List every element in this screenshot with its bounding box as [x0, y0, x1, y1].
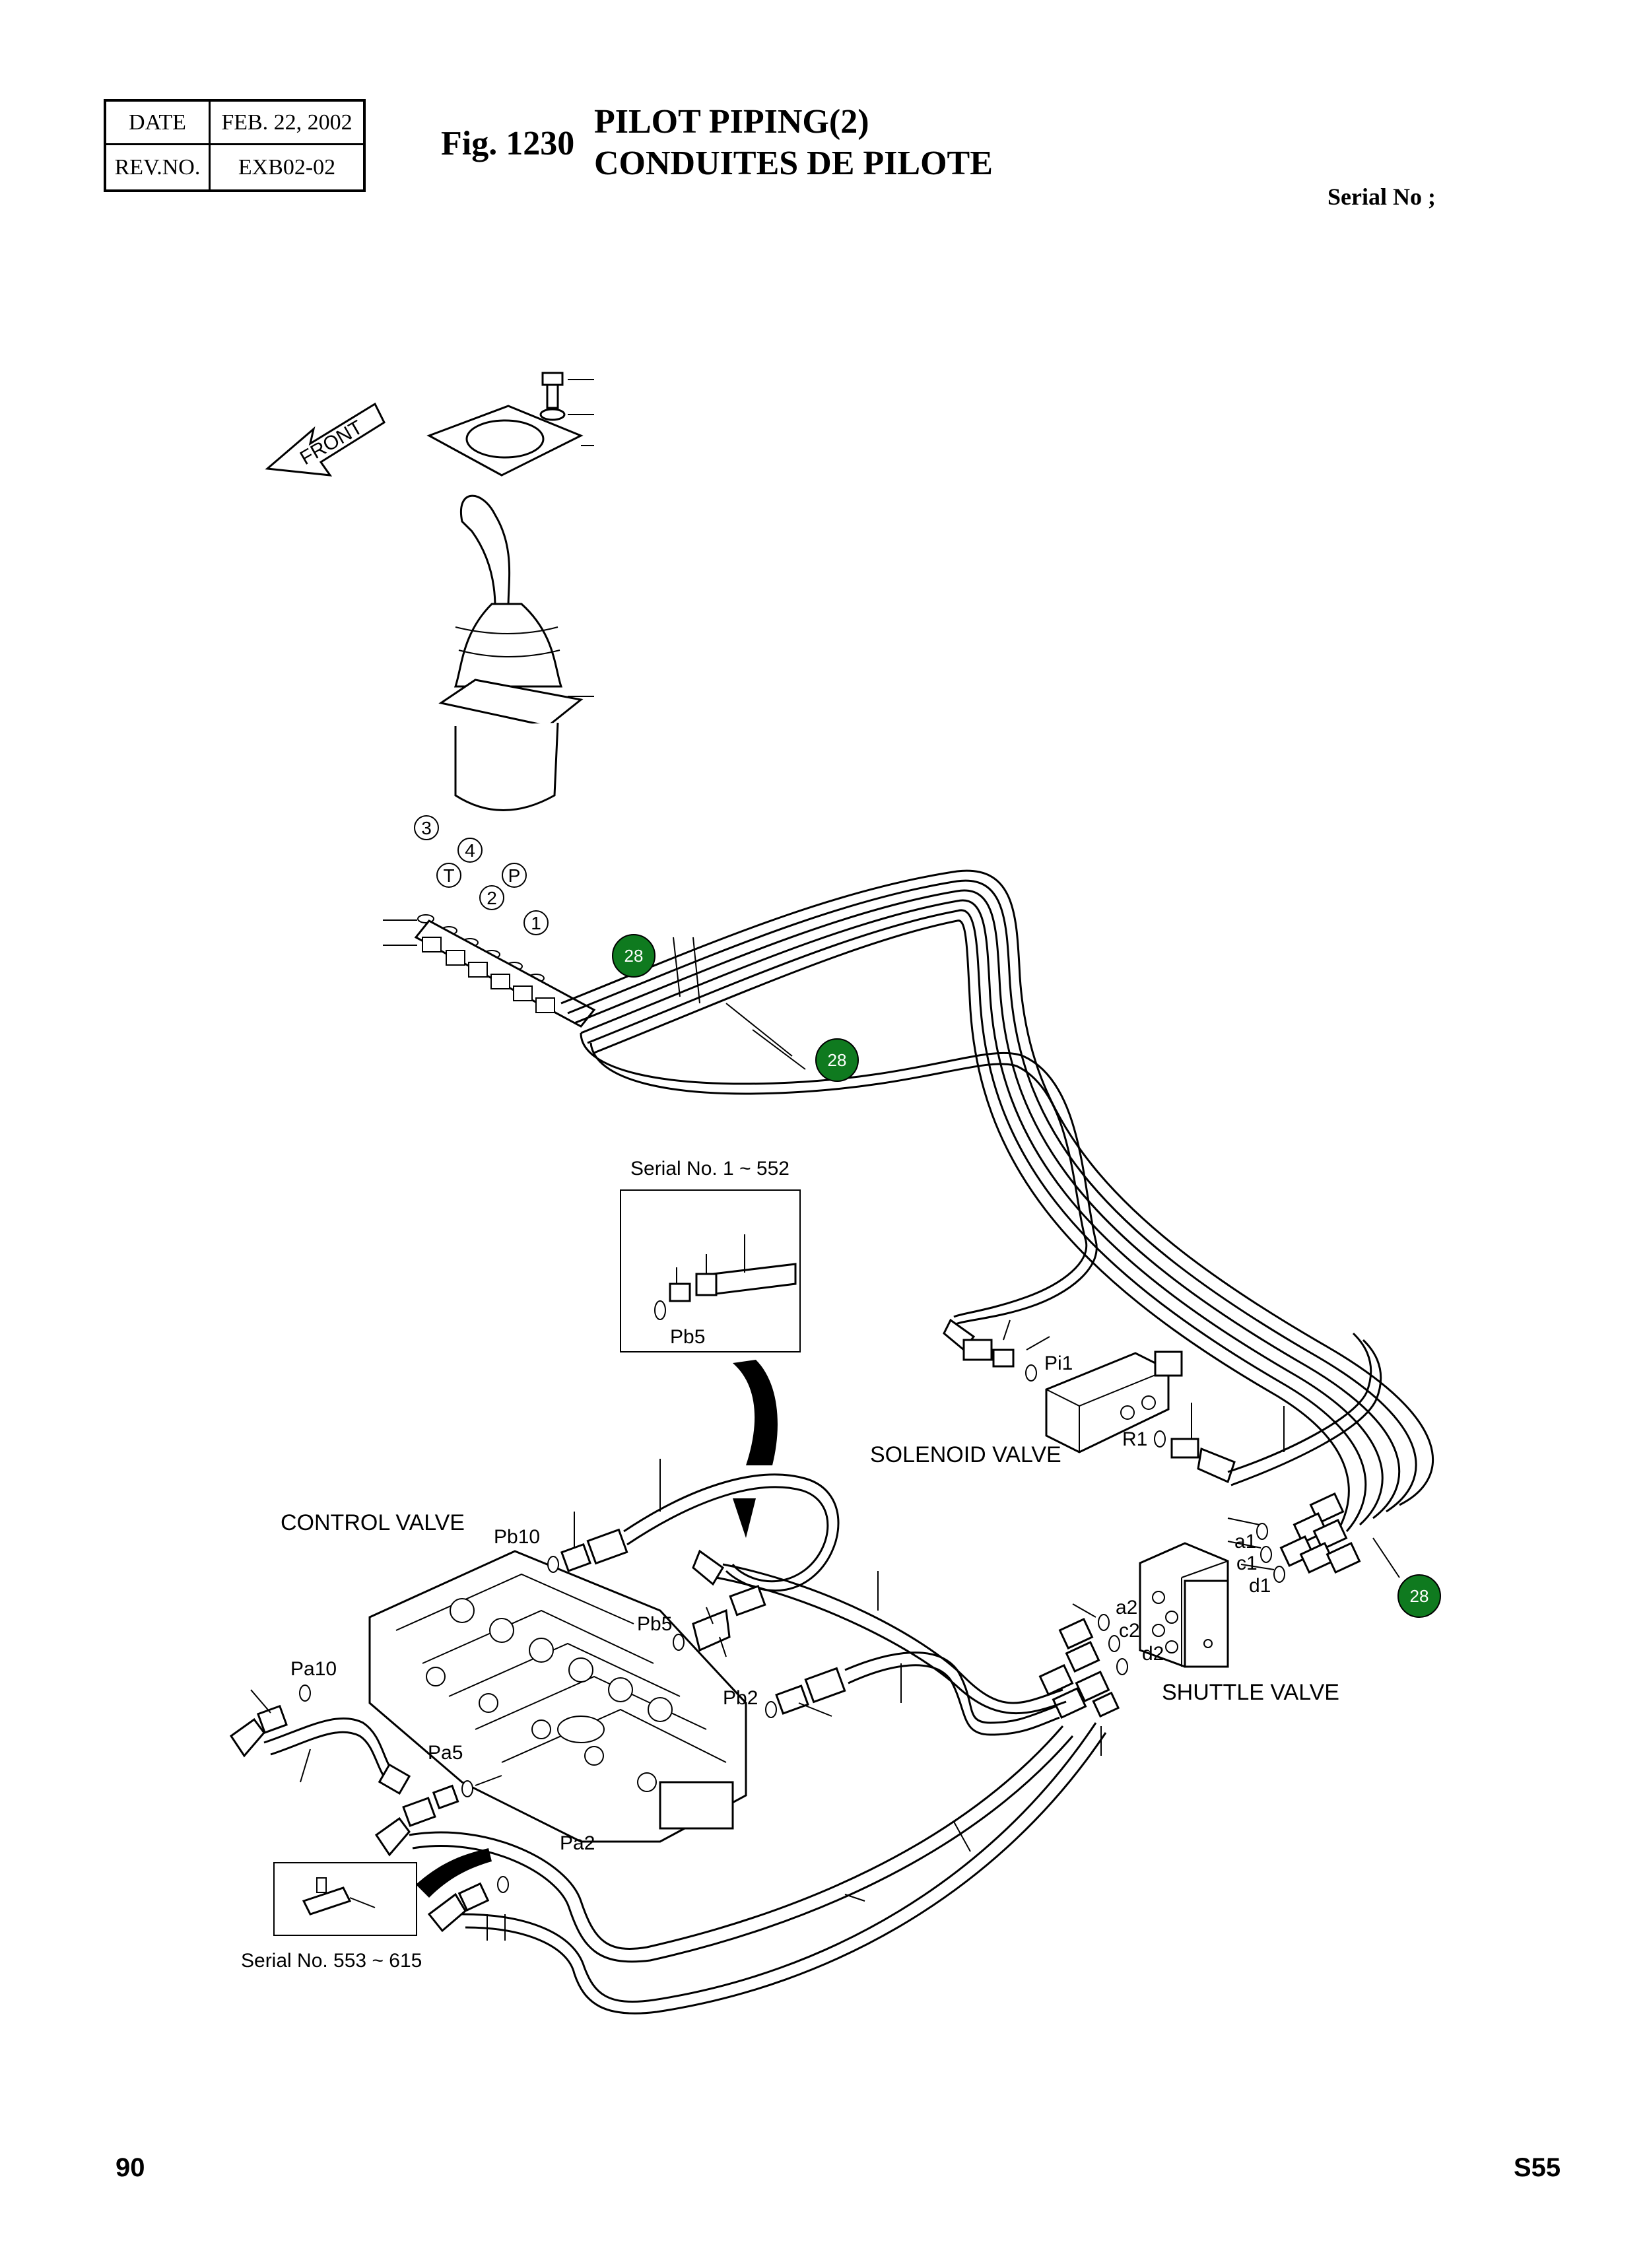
bolt-icon [541, 372, 594, 409]
model-code: S55 [1514, 2153, 1561, 2182]
svg-text:28: 28 [624, 946, 644, 966]
badge-28-b: 28 [725, 1003, 859, 1082]
svg-text:1: 1 [531, 913, 541, 933]
solenoid-valve-label: SOLENOID VALVE [870, 1442, 1061, 1467]
serial-number-label: Serial No ; [1328, 183, 1436, 210]
page-number: 90 [116, 2153, 145, 2182]
solenoid-valve-icon: SOLENOID VALVE Pi1 R1 [870, 1351, 1183, 1467]
pi1-fittings [943, 1318, 1050, 1382]
pa2-line [427, 1722, 1107, 2015]
figure-title-fr: CONDUITES DE PILOTE [594, 145, 993, 182]
port-pb10: Pb10 [494, 1526, 540, 1548]
port-a1: a1 [1234, 1531, 1256, 1552]
date-value: FEB. 22, 2002 [211, 102, 363, 145]
inset-bottom-title: Serial No. 553 ~ 615 [241, 1950, 422, 1972]
callout-4: 4 [457, 838, 483, 863]
port-r1: R1 [1122, 1428, 1147, 1450]
inset-serial-1-552: Serial No. 1 ~ 552 Pb5 [620, 1158, 801, 1352]
front-arrow-icon: FRONT [265, 402, 386, 477]
port-d2: d2 [1142, 1643, 1164, 1665]
svg-text:T: T [443, 865, 454, 886]
inset-pointer-bottom [416, 1848, 492, 1898]
mounting-plate-icon [426, 405, 594, 477]
callout-t: T [436, 863, 461, 888]
shuttle-left-fittings [1038, 1603, 1128, 1756]
badge-28-a: 28 [612, 934, 700, 1004]
svg-text:3: 3 [421, 818, 432, 838]
hose-bundle [560, 869, 1434, 1539]
svg-text:28: 28 [828, 1050, 847, 1070]
shuttle-valve-label: SHUTTLE VALVE [1162, 1680, 1339, 1705]
svg-text:28: 28 [1410, 1586, 1429, 1606]
inset-top-title: Serial No. 1 ~ 552 [630, 1158, 790, 1180]
pa5-line [374, 1725, 1074, 1963]
joystick-port-fittings [383, 914, 596, 1028]
figure-title-en: PILOT PIPING(2) [594, 103, 869, 141]
port-callouts: 3 T 4 2 P 1 [414, 815, 549, 935]
washer-icon [539, 408, 594, 421]
callout-3: 3 [414, 815, 439, 840]
shuttle-valve-icon: SHUTTLE VALVE a1 c1 d1 a2 c2 d2 [1116, 1531, 1339, 1705]
pb10-line [547, 1459, 840, 1592]
inset-pointer-tip [733, 1498, 756, 1538]
svg-text:4: 4 [465, 840, 475, 861]
svg-text:P: P [508, 865, 521, 886]
date-label: DATE [106, 102, 211, 145]
port-pb5: Pb5 [637, 1613, 672, 1635]
port-c2: c2 [1119, 1620, 1140, 1642]
callout-2: 2 [479, 885, 504, 910]
pb2-line [765, 1651, 1060, 1736]
port-pb2: Pb2 [723, 1687, 758, 1709]
port-pi1: Pi1 [1044, 1352, 1073, 1374]
port-pa5: Pa5 [428, 1742, 463, 1764]
revision-table: DATE FEB. 22, 2002 REV.NO. EXB02-02 [104, 99, 366, 192]
control-valve-label: CONTROL VALVE [281, 1510, 465, 1535]
control-valve-icon [368, 1550, 747, 1843]
port-pa2: Pa2 [560, 1832, 595, 1854]
svg-text:2: 2 [487, 888, 497, 908]
rev-value: EXB02-02 [238, 154, 336, 180]
badge-28-c: 28 [1372, 1537, 1441, 1618]
inset-serial-553-615: Serial No. 553 ~ 615 [241, 1862, 422, 1972]
r1-fittings [1154, 1332, 1382, 1486]
rev-label: REV.NO. [106, 145, 211, 189]
port-d1: d1 [1249, 1575, 1271, 1597]
inset-pointer-top [733, 1360, 778, 1465]
figure-number: Fig. 1230 [441, 125, 575, 162]
pa10-line [229, 1684, 411, 1795]
port-c1: c1 [1236, 1552, 1258, 1574]
pb5-line [673, 1549, 1067, 1715]
callout-p: P [502, 863, 527, 888]
shuttle-right-fittings [1227, 1492, 1361, 1583]
port-pa10: Pa10 [290, 1658, 337, 1680]
port-a2: a2 [1116, 1597, 1137, 1618]
callout-1: 1 [523, 910, 549, 935]
inset-top-port: Pb5 [670, 1326, 705, 1348]
joystick-icon [438, 494, 594, 811]
